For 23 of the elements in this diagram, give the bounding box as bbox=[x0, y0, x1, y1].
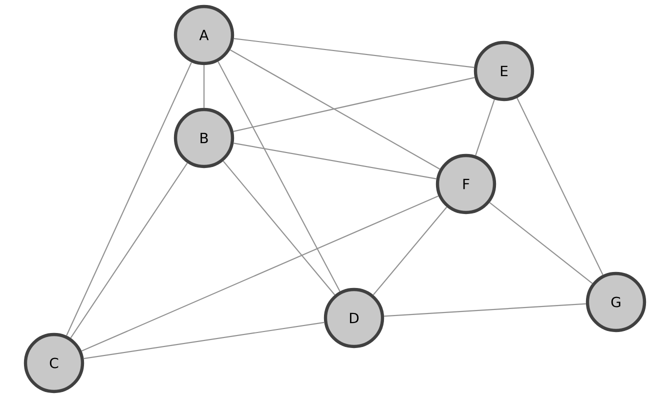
graph-node: E bbox=[474, 40, 534, 102]
graph-node: F bbox=[436, 154, 496, 214]
edge-line bbox=[203, 65, 205, 108]
edge-line bbox=[70, 162, 188, 338]
edge-line bbox=[66, 62, 192, 336]
edge-line bbox=[384, 303, 586, 317]
graph-node: C bbox=[24, 332, 84, 394]
edge-line bbox=[234, 142, 436, 180]
graph-node: A bbox=[174, 4, 234, 66]
edge-line bbox=[218, 61, 340, 292]
edge-line bbox=[234, 38, 474, 68]
graph-node: D bbox=[324, 288, 384, 348]
edge-line bbox=[489, 202, 593, 284]
edge-line bbox=[475, 99, 495, 156]
edge-line bbox=[230, 49, 440, 170]
graph-node: G bbox=[586, 272, 646, 332]
graph-node: B bbox=[174, 108, 234, 168]
edge-line bbox=[516, 98, 604, 276]
edge-line bbox=[372, 206, 448, 296]
edge-line bbox=[222, 160, 336, 296]
edge-line bbox=[81, 196, 439, 352]
edge-line bbox=[84, 322, 324, 360]
edge-line bbox=[233, 77, 475, 132]
